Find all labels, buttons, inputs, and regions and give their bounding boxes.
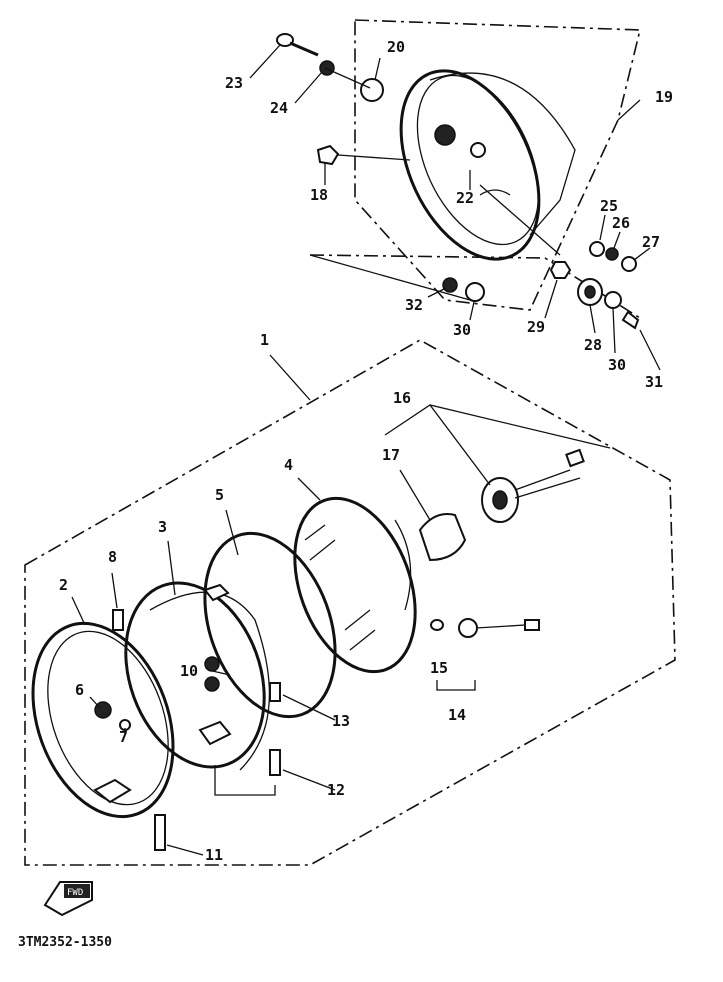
rim-2 bbox=[31, 621, 175, 819]
part-label: 24 bbox=[270, 99, 288, 117]
fwd-arrow-icon: FWD bbox=[43, 881, 93, 917]
lens-unit-4 bbox=[293, 496, 417, 674]
nut-27 bbox=[621, 256, 637, 272]
part-label: 16 bbox=[393, 389, 411, 407]
washer-24 bbox=[319, 60, 335, 76]
part-label: 10 bbox=[180, 662, 198, 680]
part-label: 25 bbox=[600, 197, 618, 215]
assembly-group-outline bbox=[24, 339, 676, 866]
washer-25 bbox=[589, 241, 605, 257]
part-label: 4 bbox=[284, 456, 293, 474]
bolt-23 bbox=[276, 33, 319, 57]
part-label: 29 bbox=[527, 318, 545, 336]
part-label: 32 bbox=[405, 296, 423, 314]
screw-13 bbox=[269, 682, 281, 702]
part-label: 13 bbox=[332, 712, 350, 730]
socket-14 bbox=[458, 618, 540, 638]
part-label: 17 bbox=[382, 446, 400, 464]
part-label: 12 bbox=[327, 781, 345, 799]
drawing-code: 3TM2352-1350 bbox=[18, 935, 112, 950]
part-label: 18 bbox=[310, 186, 328, 204]
leader-lines bbox=[71, 44, 661, 856]
svg-text:FWD: FWD bbox=[67, 888, 83, 898]
headlight-body-3 bbox=[124, 581, 270, 771]
part-label: 28 bbox=[584, 336, 602, 354]
part-label: 19 bbox=[655, 88, 673, 106]
ring-5 bbox=[203, 531, 337, 719]
part-label: 7 bbox=[119, 728, 128, 746]
screw-11 bbox=[154, 814, 166, 851]
socket-16 bbox=[481, 448, 585, 523]
part-label: 11 bbox=[205, 846, 223, 864]
part-label: 8 bbox=[108, 548, 117, 566]
part-label: 20 bbox=[387, 38, 405, 56]
part-label: 27 bbox=[642, 233, 660, 251]
part-label: 23 bbox=[225, 74, 243, 92]
bulb-18 bbox=[316, 144, 340, 166]
housing-group-outline bbox=[354, 19, 642, 311]
bushing-28 bbox=[577, 278, 603, 306]
washer-26 bbox=[605, 247, 619, 261]
washer-30b bbox=[604, 291, 622, 309]
part-label: 15 bbox=[430, 659, 448, 677]
part-labels: 23 24 20 19 18 22 25 26 27 32 30 29 28 3… bbox=[59, 38, 673, 864]
part-label: 14 bbox=[448, 706, 466, 724]
part-label: 26 bbox=[612, 214, 630, 232]
washer-30a bbox=[465, 282, 485, 302]
part-label: 6 bbox=[75, 681, 84, 699]
grommet-20 bbox=[360, 78, 384, 102]
bolt-31 bbox=[621, 310, 640, 330]
screw-12 bbox=[269, 749, 281, 776]
part-label: 2 bbox=[59, 576, 68, 594]
screw-8 bbox=[112, 609, 124, 631]
bulb-17 bbox=[418, 513, 467, 562]
nut-29 bbox=[549, 261, 572, 279]
part-label: 22 bbox=[456, 189, 474, 207]
bulb-15 bbox=[430, 619, 444, 631]
part-label: 1 bbox=[260, 331, 269, 349]
headlight-housing bbox=[399, 69, 576, 261]
part-label: 30 bbox=[453, 321, 471, 339]
part-label: 3 bbox=[158, 518, 167, 536]
nut-32 bbox=[442, 277, 458, 293]
part-label: 31 bbox=[645, 373, 663, 391]
part-label: 30 bbox=[608, 356, 626, 374]
part-label: 5 bbox=[215, 486, 224, 504]
